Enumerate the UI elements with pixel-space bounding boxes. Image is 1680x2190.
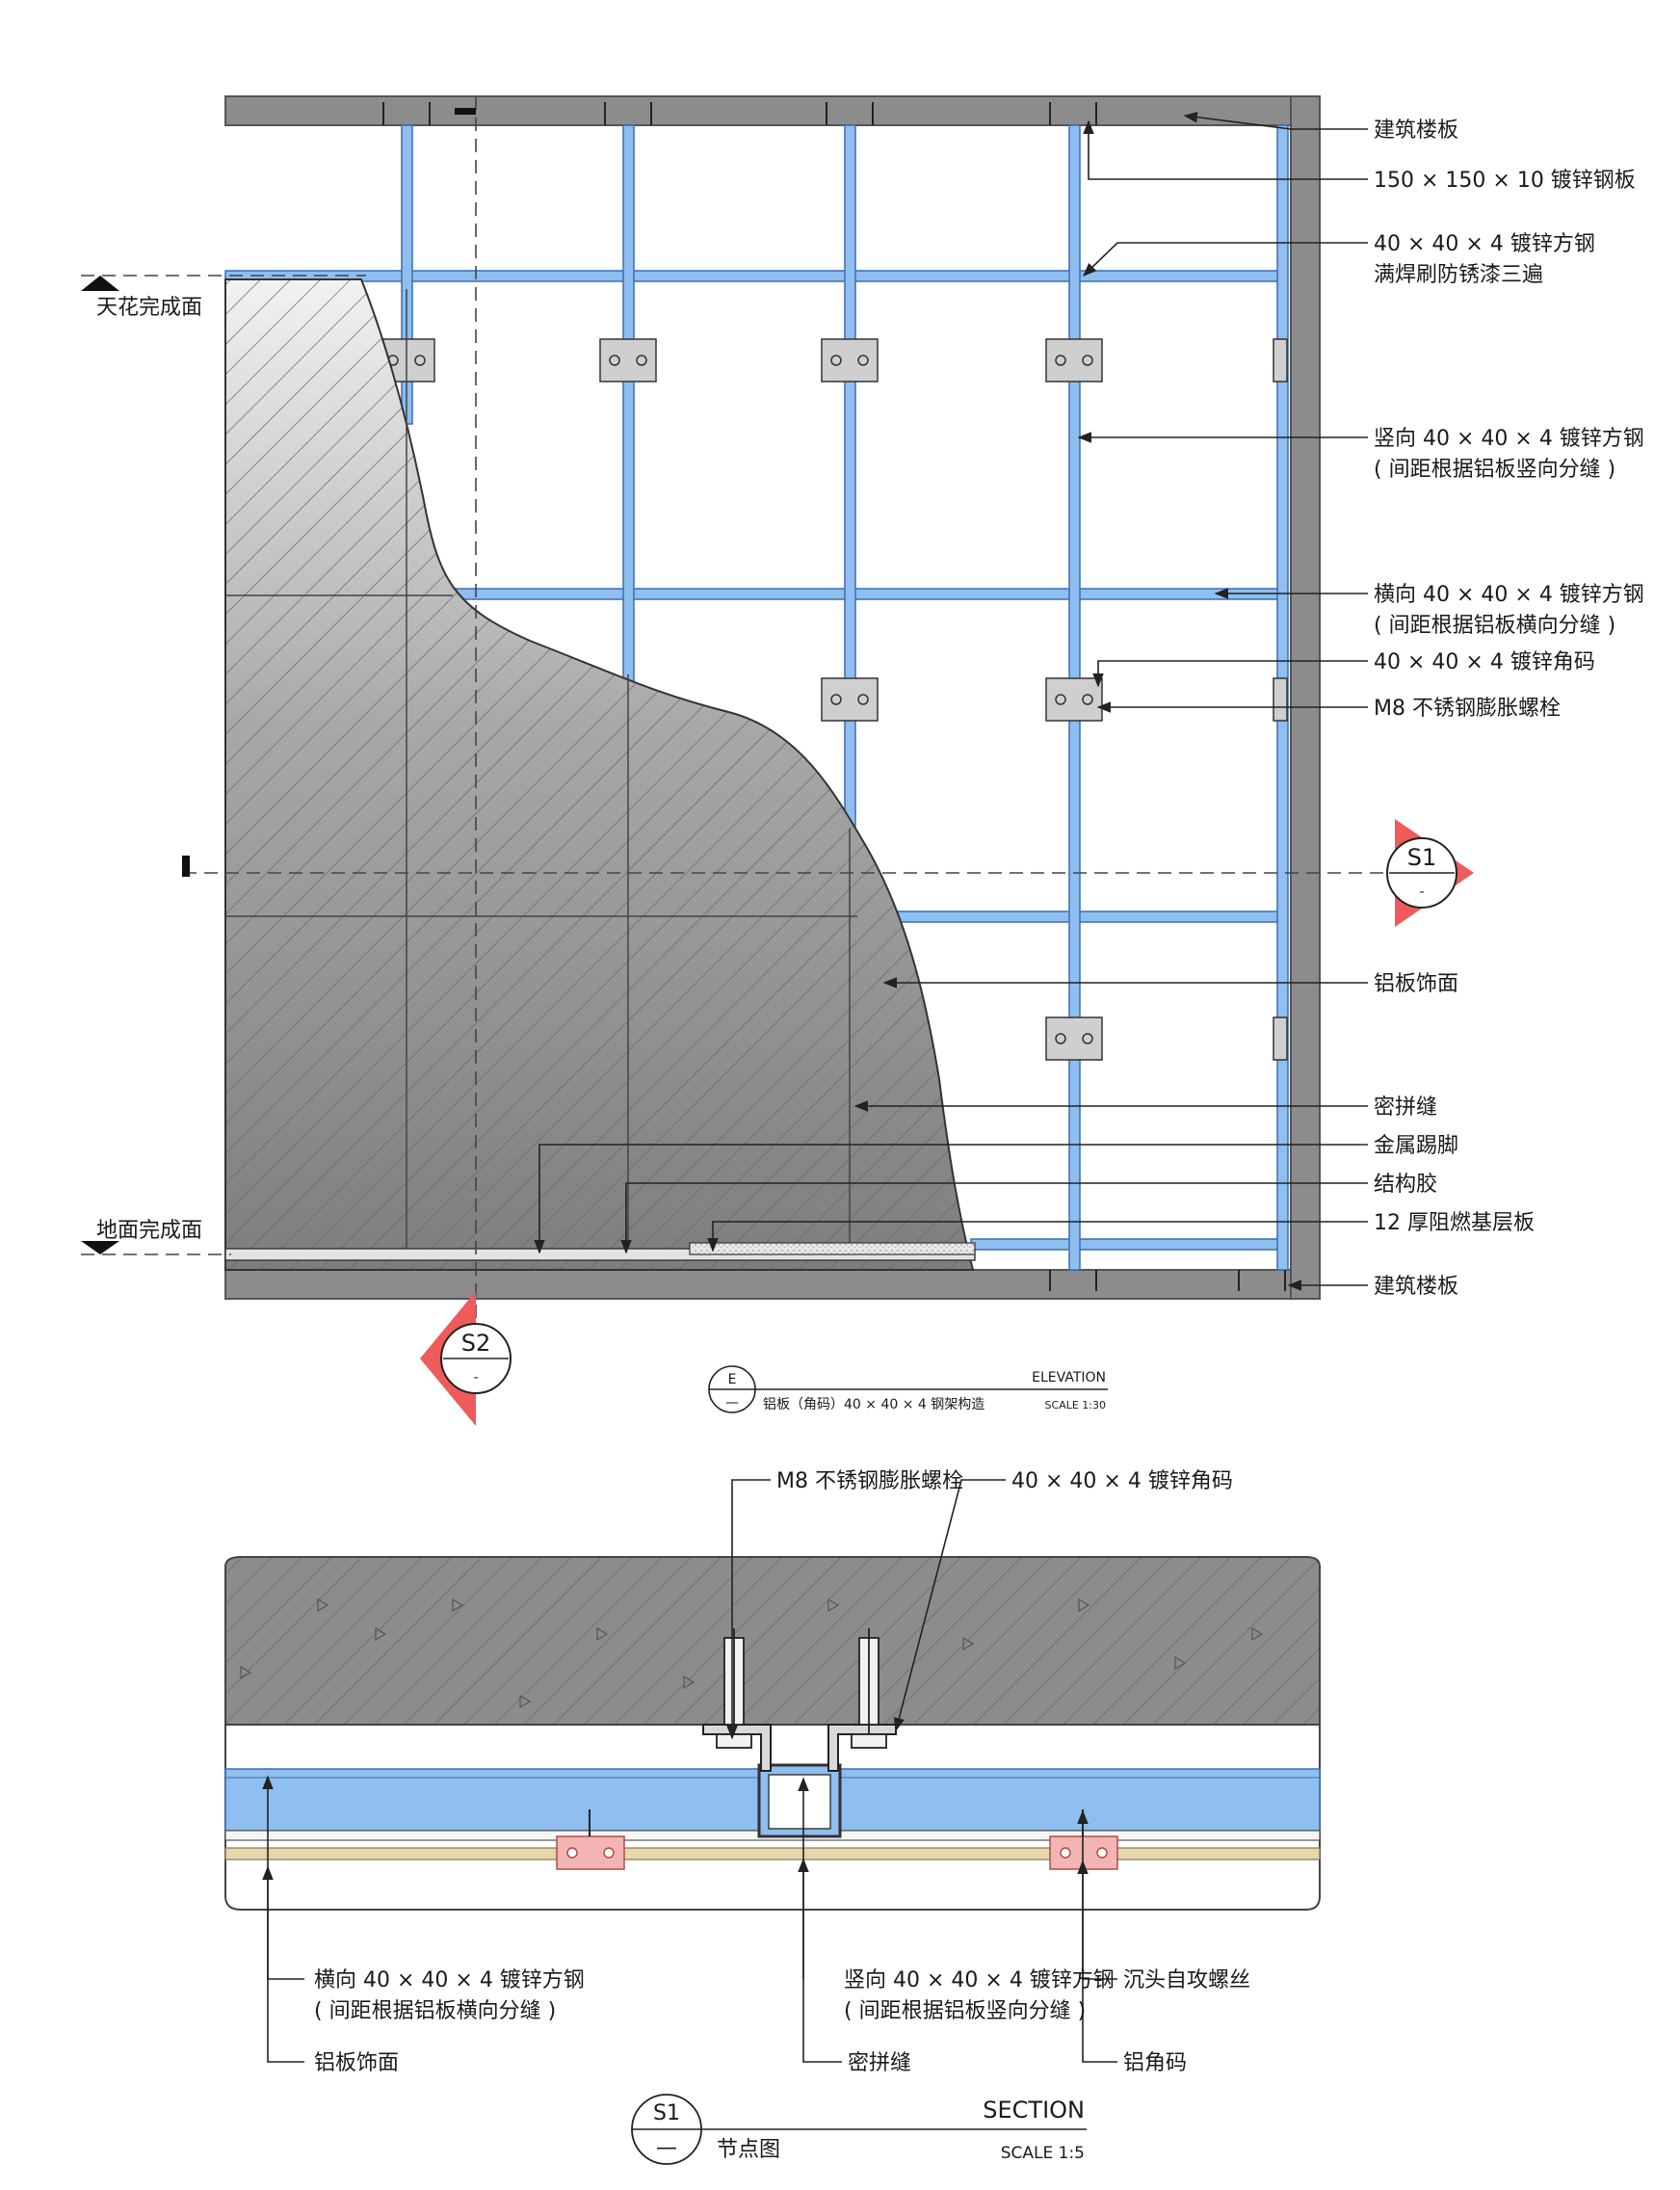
label-steel-plate: 150 × 150 × 10 镀锌钢板 xyxy=(1374,169,1636,193)
svg-text:SECTION: SECTION xyxy=(983,2097,1085,2124)
horizontal-tube-4 xyxy=(970,1238,1284,1251)
label-bolt: M8 不锈钢膨胀螺栓 xyxy=(1374,697,1561,721)
elevation-title-block: E — ELEVATION 铝板（角码）40 × 40 × 4 钢架构造 SCA… xyxy=(708,1365,1108,1413)
svg-text:SCALE 1:5: SCALE 1:5 xyxy=(1001,2144,1085,2163)
section-title-block: S1 — SECTION 节点图 SCALE 1:5 xyxy=(631,2094,1087,2165)
section-label-screw: 沉头自攻螺丝 xyxy=(1123,1968,1250,1992)
section-expansion-bolts xyxy=(716,1628,887,1749)
section-base-board xyxy=(224,1847,1321,1860)
elevation-view: 天花完成面 地面完成面 S1 - S2 - xyxy=(81,95,1644,1426)
svg-text:-: - xyxy=(1419,884,1424,900)
svg-text:ELEVATION: ELEVATION xyxy=(1032,1370,1106,1385)
section-marker-s2: S2 - xyxy=(420,1291,512,1426)
label-tube-2: 满焊刷防锈漆三遍 xyxy=(1374,263,1543,287)
svg-text:节点图: 节点图 xyxy=(717,2138,780,2162)
label-adhesive: 结构胶 xyxy=(1374,1173,1437,1197)
section-alu-brackets xyxy=(556,1809,1118,1870)
section-leaders xyxy=(262,1479,1117,2063)
label-angle: 40 × 40 × 4 镀锌角码 xyxy=(1374,650,1595,674)
section-label-angle: 40 × 40 × 4 镀锌角码 xyxy=(1011,1469,1233,1493)
section-view: M8 不锈钢膨胀螺栓 40 × 40 × 4 镀锌角码 横向 40 × 40 ×… xyxy=(224,1469,1321,2165)
vertical-tube-2 xyxy=(622,124,635,704)
horizontal-tube-2 xyxy=(452,588,1284,600)
floor-level-marker xyxy=(81,1241,119,1254)
svg-text:E: E xyxy=(728,1372,737,1387)
horizontal-tube-1 xyxy=(224,270,1284,282)
section-label-alu-angle: 铝角码 xyxy=(1123,2051,1187,2075)
svg-text:铝板（角码）40 × 40 × 4 钢架构造: 铝板（角码）40 × 40 × 4 钢架构造 xyxy=(763,1397,984,1412)
elevation-leaders xyxy=(534,111,1368,1291)
elevation-bottom-slab xyxy=(224,1269,1315,1300)
label-horizontal-1: 横向 40 × 40 × 4 镀锌方钢 xyxy=(1374,583,1644,607)
section-label-bolt: M8 不锈钢膨胀螺栓 xyxy=(776,1469,963,1493)
ceiling-level-label: 天花完成面 xyxy=(96,296,202,320)
section-label-vertical-1: 竖向 40 × 40 × 4 镀锌方钢 xyxy=(844,1968,1115,1992)
concrete-aggregate xyxy=(240,1597,1264,1709)
label-joint: 密拼缝 xyxy=(1374,1095,1437,1120)
svg-text:-: - xyxy=(473,1370,478,1385)
label-tube-1: 40 × 40 × 4 镀锌方钢 xyxy=(1374,232,1595,256)
svg-text:—: — xyxy=(725,1395,739,1411)
svg-text:—: — xyxy=(656,2136,677,2160)
floor-level-label: 地面完成面 xyxy=(96,1219,202,1243)
label-finish: 铝板饰面 xyxy=(1374,972,1458,996)
label-floor-slab-top: 建筑楼板 xyxy=(1374,119,1458,143)
section-marker-s1: S1 - xyxy=(1386,819,1474,927)
section-finish-shell xyxy=(224,1725,1321,1911)
ceiling-level-marker xyxy=(81,276,119,291)
angle-brackets xyxy=(378,338,1288,1061)
label-skirting: 金属踢脚 xyxy=(1374,1134,1458,1158)
vertical-tube-3 xyxy=(844,124,856,830)
section-label-joint: 密拼缝 xyxy=(848,2051,911,2075)
section-label-horizontal-1: 横向 40 × 40 × 4 镀锌方钢 xyxy=(314,1968,585,1992)
label-floor-slab-bottom: 建筑楼板 xyxy=(1374,1275,1458,1299)
elevation-right-wall xyxy=(1290,95,1321,1300)
svg-text:SCALE 1:30: SCALE 1:30 xyxy=(1045,1399,1106,1412)
label-board: 12 厚阻燃基层板 xyxy=(1374,1211,1535,1235)
section-label-horizontal-2: ( 间距根据铝板横向分缝 ) xyxy=(314,1999,556,2023)
elevation-top-slab xyxy=(224,95,1315,126)
label-vertical-2: ( 间距根据铝板竖向分缝 ) xyxy=(1374,458,1615,482)
svg-text:S1: S1 xyxy=(1407,844,1437,871)
fire-board xyxy=(689,1242,976,1255)
slab-anchors xyxy=(382,102,1286,1291)
label-horizontal-2: ( 间距根据铝板横向分缝 ) xyxy=(1374,614,1615,638)
section-label-finish: 铝板饰面 xyxy=(314,2051,399,2075)
label-vertical-1: 竖向 40 × 40 × 4 镀锌方钢 xyxy=(1374,427,1644,451)
panel-joints xyxy=(225,289,857,1249)
section-label-vertical-2: ( 间距根据铝板竖向分缝 ) xyxy=(844,1999,1086,2023)
svg-text:S2: S2 xyxy=(461,1330,491,1357)
svg-text:S1: S1 xyxy=(653,2101,680,2125)
